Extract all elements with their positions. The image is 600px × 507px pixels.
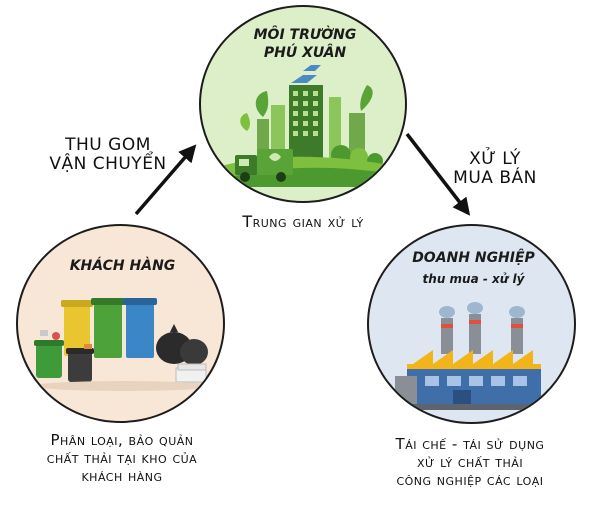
right-node-caption-line2: xử lý chất thải xyxy=(416,453,524,471)
center-node-title-line1: MÔI TRƯỜNG xyxy=(253,27,357,43)
left-node-caption-line2: chất thải tại kho của xyxy=(46,449,198,467)
arrow-collect-label-line2: VẬN CHUYỂN xyxy=(49,154,167,174)
arrow-process xyxy=(405,132,471,216)
right-node-circle: DOANH NGHIỆP thu mua - xử lý xyxy=(367,224,576,424)
center-node-circle: MÔI TRƯỜNG PHÚ XUÂN xyxy=(199,5,407,203)
factory-icon xyxy=(393,302,555,410)
center-node-caption: Trung gian xử lý xyxy=(242,212,364,231)
left-node-title: KHÁCH HÀNG xyxy=(69,258,176,274)
arrow-collect xyxy=(134,144,197,216)
center-node-title-line2: PHÚ XUÂN xyxy=(263,45,347,61)
right-node-title-line1: DOANH NGHIỆP xyxy=(412,250,535,266)
left-node-caption-line3: khách hàng xyxy=(81,467,163,485)
arrow-process-label-line2: MUA BÁN xyxy=(453,168,537,188)
green-city-icon xyxy=(211,65,399,187)
right-node-title-line2: thu mua - xử lý xyxy=(422,272,525,286)
trash-bins-icon xyxy=(34,298,214,391)
left-node-circle: KHÁCH HÀNG xyxy=(16,224,225,423)
right-node-caption-line1: Tái chế - tái sử dụng xyxy=(395,435,545,453)
arrow-process-label-line1: XỬ LÝ xyxy=(469,149,521,169)
right-node-caption-line3: công nghiệp các loại xyxy=(396,471,544,489)
left-node-caption-line1: Phân loại, bảo quản xyxy=(50,431,194,449)
arrow-collect-label-line1: THU GOM xyxy=(65,135,151,155)
